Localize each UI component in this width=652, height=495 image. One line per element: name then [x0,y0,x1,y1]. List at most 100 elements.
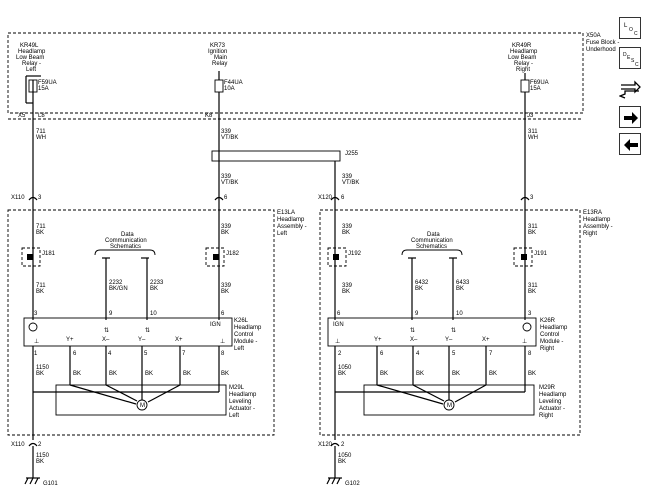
description-button[interactable]: D E S C [619,47,641,69]
svg-text:1: 1 [34,351,38,357]
svg-text:BK: BK [528,371,536,377]
assembly-right-outline [319,209,581,436]
svg-text:Main: Main [214,55,227,61]
location-button[interactable]: L O C [619,17,641,39]
svg-text:KR49R: KR49R [512,43,532,49]
svg-text:BK: BK [145,371,153,377]
svg-text:E: E [627,55,631,61]
svg-text:BK: BK [36,371,44,377]
svg-text:3: 3 [530,195,534,201]
connector-j3: J3 [527,113,534,119]
previous-button[interactable] [619,133,641,155]
actuator-right: M M29R Headlamp Leveling Actuator - Righ… [363,384,567,419]
svg-text:KR49L: KR49L [20,43,39,49]
svg-text:Data: Data [121,232,134,238]
svg-text:1150: 1150 [36,453,50,459]
svg-text:BK: BK [221,230,229,236]
svg-text:Right: Right [516,67,530,73]
relay-right: KR49R Headlamp Low Beam Relay - Right [508,43,538,73]
arrow-left-icon [624,139,638,151]
left-lower-wires: 1150 BK BK BK BK BK BK [32,346,229,440]
fuse-block-outline [7,32,584,114]
svg-text:3: 3 [528,311,532,317]
svg-text:M29R: M29R [539,385,556,391]
svg-text:WH: WH [528,135,538,141]
svg-text:BK: BK [36,459,44,465]
svg-text:Y–: Y– [138,337,146,343]
description-icon: D E S C [623,52,639,68]
svg-text:J182: J182 [226,251,240,257]
svg-text:⊥: ⊥ [34,338,39,345]
connector-x5: X5 [18,113,26,119]
svg-text:BK: BK [416,371,424,377]
wire-311-right: 311 WH [524,92,538,200]
svg-text:K26L: K26L [234,318,249,324]
svg-text:7: 7 [489,351,493,357]
svg-text:Headlamp: Headlamp [540,325,568,331]
svg-text:1050: 1050 [338,365,352,371]
connector-x120-top: X120 6 3 [318,195,534,201]
svg-text:6: 6 [380,351,384,357]
svg-text:IGN: IGN [210,322,221,328]
svg-text:Module -: Module - [540,339,563,345]
svg-text:6433: 6433 [456,280,470,286]
left-module-bottom-pins: 1 6 4 5 7 8 Y+ X– Y– X+ [34,337,225,357]
fuse-left: F59UA 15A [25,75,57,104]
svg-text:9: 9 [109,311,113,317]
svg-text:Ignition: Ignition [208,49,227,55]
svg-text:⊥: ⊥ [220,338,225,345]
svg-text:1150: 1150 [36,365,50,371]
relay-ignition: KR73 Ignition Main Relay [208,43,227,67]
svg-text:Y–: Y– [445,337,453,343]
splice-j182: J182 [205,247,240,267]
svg-text:BK: BK [528,289,536,295]
svg-text:7: 7 [182,351,186,357]
svg-text:Y+: Y+ [66,337,74,343]
svg-text:J192: J192 [348,251,362,257]
svg-text:311: 311 [528,283,538,289]
svg-text:Headlamp: Headlamp [18,49,46,55]
svg-text:X–: X– [102,337,110,343]
connector-view-button[interactable] [618,79,641,99]
splice-j191: J191 [513,247,548,267]
svg-text:VT/BK: VT/BK [221,135,238,141]
svg-text:VT/BK: VT/BK [342,180,359,186]
svg-text:Communication: Communication [105,238,147,244]
svg-text:BK/GN: BK/GN [109,286,128,292]
svg-text:6: 6 [341,195,345,201]
svg-text:Left: Left [277,231,287,237]
next-button[interactable] [619,106,641,128]
svg-text:15A: 15A [38,86,49,92]
svg-text:Data: Data [427,232,440,238]
svg-text:BK: BK [36,230,44,236]
svg-text:BK: BK [150,286,158,292]
svg-text:F59UA: F59UA [38,80,57,86]
ground-left: X110 2 1150 BK G101 [11,442,58,487]
svg-text:6: 6 [73,351,77,357]
svg-text:Headlamp: Headlamp [229,392,257,398]
svg-text:M: M [140,403,145,409]
svg-text:X120: X120 [318,442,333,448]
svg-text:311: 311 [528,129,538,135]
svg-text:IGN: IGN [333,322,344,328]
svg-text:X+: X+ [482,337,490,343]
svg-text:BK: BK [342,230,350,236]
svg-text:BK: BK [338,459,346,465]
svg-text:Module -: Module - [234,339,257,345]
svg-text:Headlamp: Headlamp [583,217,611,223]
svg-text:6: 6 [221,311,225,317]
svg-text:Headlamp: Headlamp [539,392,567,398]
splice-j192: J192 [327,247,362,267]
svg-text:Communication: Communication [411,238,453,244]
svg-text:Y+: Y+ [374,337,382,343]
svg-text:⇅: ⇅ [410,328,415,334]
svg-text:J181: J181 [42,251,56,257]
ground-right: X120 2 1050 BK G102 [318,442,360,487]
svg-text:Relay: Relay [212,61,227,67]
svg-text:⇅: ⇅ [104,328,109,334]
svg-text:X–: X– [410,337,418,343]
svg-text:311: 311 [528,224,538,230]
connector-x110-top: X110 3 6 [11,195,228,201]
svg-text:KR73: KR73 [210,43,226,49]
